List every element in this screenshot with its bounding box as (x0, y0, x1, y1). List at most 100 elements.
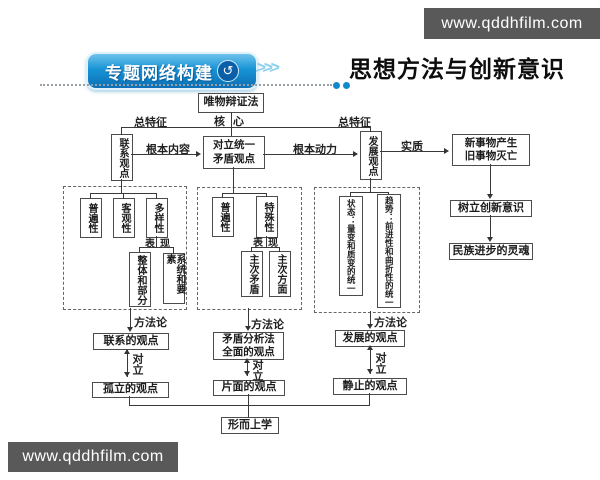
edge-label-fangfalun-right: 方法论 (374, 317, 407, 329)
node-label: 片面的观点 (221, 381, 277, 394)
watermark-bottom: www.qddhfilm.com (8, 442, 178, 472)
topic-badge-label: 专题网络构建 (105, 63, 213, 83)
edge-label-fangfalun-mid: 方法论 (251, 319, 284, 331)
connector-line (490, 164, 491, 195)
arrowhead-icon (124, 372, 130, 377)
edge-label-genben-dongli: 根本动力 (293, 144, 337, 156)
arrowhead-icon (196, 151, 201, 157)
connector-line (127, 350, 128, 377)
node-label: 系统和要素 (164, 254, 185, 294)
connector-line (279, 247, 280, 252)
node-label: 树立创新意识 (458, 201, 524, 214)
node-label: 客观性 (119, 203, 130, 233)
node-minzu-jinbu: 民族进步的灵魂 (449, 243, 533, 260)
connector-line (139, 247, 140, 253)
node-label: 矛盾观点 (213, 152, 255, 165)
node-lianxi-de-guandian: 联系的观点 (93, 333, 169, 350)
connector-line (251, 247, 279, 248)
arrowhead-icon (244, 358, 250, 363)
node-label: 普遍性 (218, 202, 229, 232)
node-duili-tongyi: 对立统一 矛盾观点 (203, 136, 265, 169)
node-pianmian-de-guandian: 片面的观点 (213, 380, 285, 396)
group-fazhan-details (314, 187, 420, 313)
node-xitong-yaosu: 系统和要素 (163, 253, 185, 304)
edge-label-zongtezheng-right: 总特征 (338, 117, 371, 129)
edge-label-fangfalun-left: 方法论 (134, 317, 167, 329)
connector-line (266, 236, 267, 248)
node-label: 普遍性 (86, 203, 97, 233)
node-label: 趋势：前进性和曲折性的统一 (384, 195, 395, 307)
connector-line (233, 167, 234, 187)
node-label: 旧事物灭亡 (464, 150, 518, 162)
connector-line (388, 192, 389, 195)
node-label: 民族进步的灵魂 (452, 244, 530, 257)
node-keguanxing: 客观性 (113, 198, 135, 238)
connector-line (247, 360, 248, 376)
connector-line (123, 193, 124, 199)
connector-line (350, 192, 351, 197)
node-zhuangtai: 状态：量变和质变的统一 (339, 196, 363, 296)
connector-line (233, 187, 234, 194)
dotted-divider (40, 84, 332, 86)
node-label: 静止的观点 (342, 379, 398, 392)
node-label: 形而上学 (228, 418, 272, 431)
arrowhead-icon (245, 326, 251, 331)
node-label: 全面的观点 (222, 346, 275, 358)
node-label: 发展的观点 (342, 331, 398, 344)
arrowhead-icon (367, 345, 373, 350)
edge-label-hexin: 核心 (214, 116, 252, 128)
node-label: 矛盾分析法 (222, 332, 275, 345)
node-label: 特殊性 (262, 202, 273, 232)
edge-label-duili-right: 对立 (374, 352, 386, 374)
connector-line (248, 394, 249, 417)
connector-line (380, 151, 446, 152)
node-label: 联系观点 (117, 137, 128, 178)
connector-line (90, 193, 91, 199)
divider-end-dot (333, 82, 340, 89)
node-lianxi-guandian: 联系观点 (111, 134, 133, 181)
node-label: 新事物产生 (464, 136, 518, 149)
arrowhead-icon (444, 148, 449, 154)
arrowhead-icon (487, 237, 493, 242)
node-zhuci-maodun: 主次矛盾 (241, 251, 263, 297)
node-label: 联系的观点 (103, 334, 159, 347)
node-duoyangxing: 多样性 (146, 198, 168, 238)
connector-line (231, 112, 232, 136)
arrowhead-icon (367, 369, 373, 374)
node-label: 整体和部分 (135, 254, 146, 305)
connector-line (139, 247, 174, 248)
arrowhead-icon (127, 327, 133, 332)
node-label: 对立统一 (213, 139, 255, 152)
node-pubianxing-mid: 普遍性 (212, 197, 234, 237)
node-pubianxing-left: 普遍性 (80, 198, 102, 238)
node-xingershangxue: 形而上学 (221, 417, 279, 434)
node-label: 发展观点 (366, 135, 377, 176)
node-weiwubianzhengfa: 唯物辩证法 (198, 93, 264, 113)
edge-label-shizhi: 实质 (401, 141, 423, 153)
connector-line (222, 193, 267, 194)
arrowhead-icon (487, 194, 493, 199)
connector-line (350, 192, 389, 193)
connector-line (130, 308, 131, 328)
connector-line (121, 186, 122, 194)
watermark-top: www.qddhfilm.com (424, 8, 600, 39)
connector-line (248, 308, 249, 327)
topic-badge: 专题网络构建 ↺ (86, 52, 258, 90)
connector-line (173, 247, 174, 254)
connector-line (266, 193, 267, 197)
connector-line (370, 187, 371, 193)
page-title: 思想方法与创新意识 (349, 56, 565, 82)
node-jingzhi-de-guandian: 静止的观点 (333, 378, 407, 395)
edge-label-duili-left: 对立 (131, 353, 143, 375)
connector-line (490, 215, 491, 238)
circular-arrow-icon: ↺ (217, 60, 239, 82)
divider-end-dot (343, 82, 350, 89)
node-guli-de-guandian: 孤立的观点 (92, 382, 169, 398)
node-label: 主次矛盾 (247, 254, 258, 294)
node-zhuci-fangmian: 主次方面 (269, 251, 291, 297)
node-label: 多样性 (152, 203, 163, 233)
node-qushi: 趋势：前进性和曲折性的统一 (377, 194, 401, 308)
arrowhead-icon (244, 371, 250, 376)
node-label: 孤立的观点 (103, 383, 158, 396)
